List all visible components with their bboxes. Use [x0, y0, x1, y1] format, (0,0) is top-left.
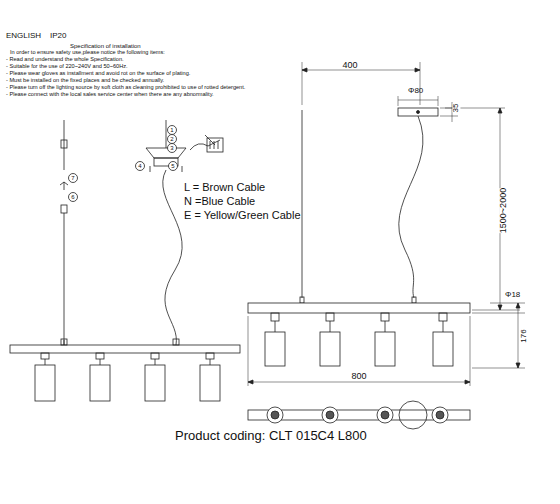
lamp-stem — [155, 359, 156, 365]
product-caption: Product coding: CLT 015C4 L800 — [175, 429, 367, 442]
wire-legend: N =Blue Cable — [184, 196, 255, 207]
lamp-stem — [210, 359, 211, 365]
lamp-shade — [265, 332, 285, 366]
lamp-shade — [433, 332, 453, 366]
lamp-shade — [200, 365, 220, 401]
callout-circle — [168, 126, 177, 135]
plan-shade — [377, 407, 393, 423]
dimension: Φ80 — [408, 87, 423, 95]
callout-circle — [168, 135, 177, 144]
spec-text: ENGLISH — [6, 32, 41, 40]
lamp-stem — [330, 321, 331, 332]
lamp-holder — [96, 353, 104, 359]
lamp-stem — [275, 321, 276, 332]
plan-shade — [432, 407, 448, 423]
dimension: 800 — [351, 372, 366, 381]
lamp-holder — [439, 313, 447, 321]
plan-shade — [267, 407, 283, 423]
dimension: 1500~2000 — [500, 187, 509, 232]
lamp-stem — [45, 359, 46, 365]
dimension: 176 — [520, 329, 528, 342]
callout-number: 5 — [171, 163, 174, 169]
lamp-shade — [375, 332, 395, 366]
callout-number: 2 — [170, 136, 173, 142]
callout-circles — [69, 126, 178, 202]
spec-text: - Must be installed on the fixed places … — [6, 78, 164, 84]
lamp-shade — [145, 365, 165, 401]
plan-holder — [271, 411, 279, 419]
lamp-stem — [100, 359, 101, 365]
callout-circle — [69, 174, 78, 183]
plan-holder — [326, 411, 334, 419]
spec-text: - Read and understand the whole Specific… — [6, 57, 124, 63]
callout-circle — [168, 144, 177, 153]
dimension: 35 — [452, 104, 460, 113]
spec-text: Specification of installation — [70, 43, 141, 49]
spec-text: - Please connect with the local sales se… — [6, 92, 214, 98]
lamp-holder — [326, 313, 334, 321]
spec-text: IP20 — [50, 32, 66, 40]
callout-number: 1 — [170, 127, 173, 133]
lamp-holder — [381, 313, 389, 321]
lamp-holder — [206, 353, 214, 359]
lamp-stem — [443, 321, 444, 332]
callout-circle — [169, 162, 178, 171]
lamp-holder — [151, 353, 159, 359]
callout-circle — [136, 162, 145, 171]
lamp-shade — [90, 365, 110, 401]
lamp-shade — [35, 365, 55, 401]
callout-number: 6 — [71, 194, 74, 200]
wire-legend: L = Brown Cable — [184, 182, 265, 193]
spec-text: - Please turn off the lighting source by… — [6, 85, 245, 91]
callout-number: 3 — [170, 145, 173, 151]
lamp-stem — [385, 321, 386, 332]
spec-text: - Please wear gloves as installment and … — [6, 71, 190, 77]
spec-text: - Suitable for the use of 220~240V and 5… — [6, 64, 128, 70]
lamp-shade — [320, 332, 340, 366]
right-elevation — [248, 62, 525, 429]
plan-shade — [322, 407, 338, 423]
dimension: Φ18 — [505, 291, 520, 299]
wire-legend: E = Yellow/Green Cable — [184, 210, 301, 221]
left-assembly — [10, 120, 240, 401]
spec-text: In order to ensure safety use,please not… — [10, 50, 165, 56]
callout-number: 4 — [138, 163, 141, 169]
plan-holder — [436, 411, 444, 419]
lamp-holder — [271, 313, 279, 321]
lamp-holder — [41, 353, 49, 359]
callout-circle — [69, 193, 78, 202]
callout-number: 7 — [71, 175, 74, 181]
dimension: 400 — [342, 61, 357, 70]
plan-holder — [381, 411, 389, 419]
